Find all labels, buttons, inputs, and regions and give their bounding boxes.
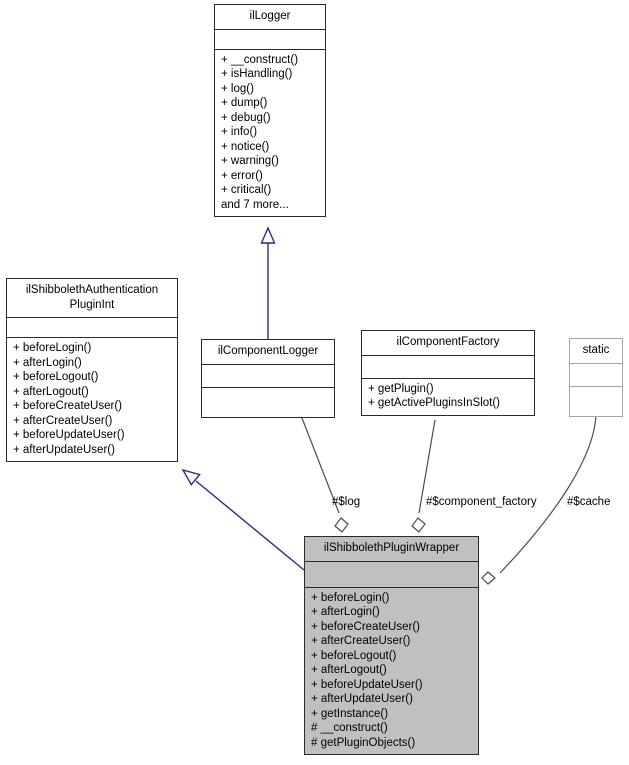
class-box-illogger[interactable]: ilLogger + __construct() + isHandling() … [214, 4, 326, 217]
edge-wrapper-to-plugin-interface [195, 480, 305, 571]
operation-item: + getActivePluginsInSlot() [368, 397, 500, 409]
class-attributes-static [570, 364, 622, 387]
operation-item: + critical() [221, 184, 272, 196]
operation-item: + beforeLogin() [311, 591, 390, 604]
operation-item: + getInstance() [311, 707, 389, 720]
operation-item: + afterUpdateUser() [13, 443, 115, 456]
operation-item: + dump() [221, 97, 268, 109]
aggregation-diamond-log [334, 517, 349, 533]
operation-item: + afterUpdateUser() [311, 693, 413, 705]
class-name-ilcomponentfactory: ilComponentFactory [362, 331, 534, 356]
class-name-ilshibbolethauthenticationpluginint: ilShibbolethAuthentication PluginInt [7, 279, 177, 318]
generalization-arrowhead-plugin-interface [181, 468, 201, 486]
class-operations-ilcomponentfactory: + getPlugin() + getActivePluginsInSlot() [362, 379, 534, 415]
operation-item: # getPluginObjects() [311, 736, 416, 749]
operation-item: and 7 more... [221, 198, 289, 211]
class-attributes-ilcomponentlogger [202, 365, 334, 388]
operation-item: + afterCreateUser() [311, 635, 411, 647]
operation-item: + afterCreateUser() [13, 414, 113, 427]
operation-item: + beforeUpdateUser() [311, 678, 423, 691]
class-box-ilshibbolethauthenticationpluginint[interactable]: ilShibbolethAuthentication PluginInt + b… [6, 278, 178, 462]
class-attributes-ilshibbolethpluginwrapper [305, 562, 478, 588]
edge-label-cache: #$cache [567, 496, 611, 508]
operation-item: + beforeCreateUser() [13, 400, 122, 412]
operation-item: + afterLogin() [311, 606, 380, 618]
class-attributes-ilcomponentfactory [362, 356, 534, 379]
class-box-ilcomponentlogger[interactable]: ilComponentLogger [201, 339, 335, 418]
operation-item: + beforeLogin() [13, 342, 92, 354]
class-name-illogger: ilLogger [215, 5, 325, 30]
class-box-static[interactable]: static [569, 338, 623, 417]
operation-item: + beforeUpdateUser() [13, 429, 125, 441]
operation-item: + beforeLogout() [13, 371, 99, 383]
aggregation-diamond-cache [481, 571, 496, 585]
class-operations-ilshibbolethauthenticationpluginint: + beforeLogin() + afterLogin() + beforeL… [7, 338, 177, 461]
class-box-ilcomponentfactory[interactable]: ilComponentFactory + getPlugin() + getAc… [361, 330, 535, 416]
operation-item: + getPlugin() [368, 382, 434, 395]
operation-item: + info() [221, 126, 258, 138]
class-box-ilshibbolethpluginwrapper[interactable]: ilShibbolethPluginWrapper + beforeLogin(… [304, 536, 479, 755]
class-attributes-illogger [215, 30, 325, 50]
operation-item: + notice() [221, 140, 270, 153]
operation-item: + afterLogin() [13, 356, 82, 369]
operation-item: + log() [221, 82, 254, 95]
class-operations-ilshibbolethpluginwrapper: + beforeLogin() + afterLogin() + beforeC… [305, 588, 478, 755]
operation-item: + beforeCreateUser() [311, 620, 420, 633]
class-operations-illogger: + __construct() + isHandling() + log() +… [215, 50, 325, 217]
operation-item: + afterLogout() [13, 385, 89, 398]
edge-label-log: #$log [332, 496, 361, 508]
edge-cache-association [499, 414, 597, 574]
operation-item: + debug() [221, 111, 271, 124]
class-name-ilshibbolethpluginwrapper: ilShibbolethPluginWrapper [305, 537, 478, 562]
operation-item: + isHandling() [221, 68, 293, 80]
operation-item: # __construct() [311, 722, 388, 734]
generalization-arrowhead-illogger [260, 226, 276, 244]
aggregation-diamond-component-factory [411, 517, 426, 533]
class-name-ilcomponentlogger: ilComponentLogger [202, 340, 334, 365]
operation-item: + beforeLogout() [311, 649, 397, 662]
class-operations-ilcomponentlogger [202, 388, 334, 417]
class-attributes-ilshibbolethauthenticationpluginint [7, 318, 177, 338]
operation-item: + error() [221, 169, 263, 182]
operation-item: + __construct() [221, 53, 299, 66]
edge-label-component-factory: #$component_factory [426, 496, 537, 508]
class-name-static: static [570, 339, 622, 364]
operation-item: + afterLogout() [311, 664, 387, 676]
class-operations-static [570, 387, 622, 416]
operation-item: + warning() [221, 155, 279, 167]
